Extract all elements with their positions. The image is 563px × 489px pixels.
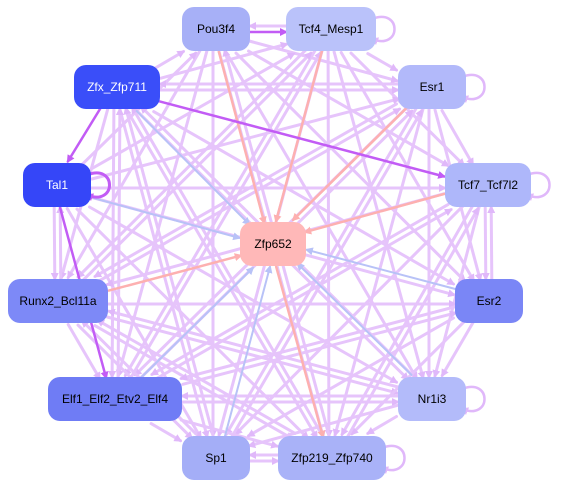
node-label-tcf4: Tcf4_Mesp1 xyxy=(299,22,364,36)
node-box-zfx xyxy=(74,65,160,109)
edge-tal1-to-runx2 xyxy=(50,205,59,281)
node-box-zfp219 xyxy=(278,436,386,480)
node-box-pou3f4 xyxy=(182,7,250,51)
node-box-tcf4 xyxy=(286,7,376,51)
node-label-nr1i3: Nr1i3 xyxy=(418,392,447,406)
node-label-esr2: Esr2 xyxy=(477,294,502,308)
node-label-tal1: Tal1 xyxy=(46,178,68,192)
edge-esr2-to-elf1 xyxy=(179,305,456,381)
node-pou3f4[interactable]: Pou3f4 xyxy=(182,7,250,51)
node-tal1[interactable]: Tal1 xyxy=(23,163,91,207)
edge-nr1i3-to-runx2 xyxy=(106,308,401,389)
edge-zfp652-to-zfp219 xyxy=(274,265,326,439)
node-box-esr1 xyxy=(398,65,466,109)
edge-tcf4-to-nr1i3 xyxy=(332,50,426,380)
self-loop-nr1i3 xyxy=(460,385,486,415)
edge-elf1-to-tcf7 xyxy=(153,208,453,382)
node-box-zfp652 xyxy=(240,222,306,266)
edge-nr1i3-to-sp1 xyxy=(247,403,399,449)
edge-zfx-to-esr2 xyxy=(152,110,456,286)
edge-tcf4-to-runx2 xyxy=(76,47,309,279)
node-nr1i3[interactable]: Nr1i3 xyxy=(398,377,466,421)
node-box-elf1 xyxy=(48,377,182,421)
edge-runx2-to-elf1 xyxy=(66,323,102,381)
edge-tcf7-to-elf1 xyxy=(150,202,450,376)
node-esr1[interactable]: Esr1 xyxy=(398,65,466,109)
edge-runx2-to-nr1i3 xyxy=(105,315,400,396)
self-loop-zfp219 xyxy=(380,444,406,474)
node-label-runx2: Runx2_Bcl11a xyxy=(19,294,96,308)
edge-tal1-to-zfp652 xyxy=(89,196,242,241)
self-loop-tal1 xyxy=(85,171,111,201)
edge-esr2-to-nr1i3 xyxy=(440,320,476,378)
edge-sp1-to-zfx xyxy=(123,106,215,437)
node-label-elf1: Elf1_Elf2_Etv2_Elf4 xyxy=(62,392,168,406)
edge-zfx-to-pou3f4 xyxy=(154,50,186,70)
self-loop-tcf4 xyxy=(370,15,396,45)
edge-zfx-to-zfp652 xyxy=(135,110,251,226)
edge-elf1-to-zfp652 xyxy=(138,266,255,381)
edge-tcf7-to-esr2 xyxy=(481,205,490,281)
node-sp1[interactable]: Sp1 xyxy=(182,436,250,480)
edge-esr1-to-tcf7 xyxy=(440,109,475,167)
edge-tcf4-to-esr1 xyxy=(366,52,399,72)
edge-tal1-to-esr1 xyxy=(90,96,401,181)
edge-sp1-to-zfp652 xyxy=(223,264,273,438)
node-box-sp1 xyxy=(182,436,250,480)
edge-esr2-to-tcf7 xyxy=(487,205,496,281)
node-label-pou3f4: Pou3f4 xyxy=(197,22,235,36)
node-zfp219[interactable]: Zfp219_Zfp740 xyxy=(278,436,386,480)
node-label-zfp219: Zfp219_Zfp740 xyxy=(291,451,373,465)
self-loop-layer xyxy=(85,15,551,474)
edge-tcf4-to-zfp652 xyxy=(273,48,324,224)
node-runx2[interactable]: Runx2_Bcl11a xyxy=(8,279,108,323)
edge-esr1-to-zfp652 xyxy=(291,105,409,222)
node-esr2[interactable]: Esr2 xyxy=(455,279,523,323)
edge-zfp219-to-runx2 xyxy=(96,318,297,435)
edge-zfx-to-tal1 xyxy=(66,106,103,164)
node-label-tcf7: Tcf7_Tcf7l2 xyxy=(458,178,518,192)
node-zfx[interactable]: Zfx_Zfp711 xyxy=(74,65,160,109)
node-box-runx2 xyxy=(8,279,108,323)
edge-tcf7-to-zfp652 xyxy=(303,192,446,235)
node-label-sp1: Sp1 xyxy=(205,451,227,465)
edge-runx2-to-tal1 xyxy=(56,205,65,281)
node-label-esr1: Esr1 xyxy=(420,80,445,94)
edge-esr2-to-sp1 xyxy=(246,316,455,438)
self-loop-esr1 xyxy=(460,73,486,103)
node-box-esr2 xyxy=(455,279,523,323)
self-loop-tcf7 xyxy=(525,171,551,201)
edge-tcf4-to-zfp219 xyxy=(324,49,333,438)
edge-zfx-to-tcf7 xyxy=(157,100,447,179)
edge-zfp219-to-tcf7 xyxy=(345,206,480,439)
edge-nr1i3-to-zfp219 xyxy=(366,415,398,435)
edge-sp1-to-esr1 xyxy=(229,108,424,439)
edge-nr1i3-to-zfp652 xyxy=(296,262,413,376)
edge-zfp219-to-zfx xyxy=(130,105,324,436)
node-label-zfp652: Zfp652 xyxy=(254,237,292,251)
node-elf1[interactable]: Elf1_Elf2_Etv2_Elf4 xyxy=(48,377,182,421)
edge-runx2-to-esr1 xyxy=(96,107,402,284)
node-label-zfx: Zfx_Zfp711 xyxy=(87,80,147,94)
edge-pou3f4-to-zfp652 xyxy=(217,50,267,225)
node-tcf7[interactable]: Tcf7_Tcf7l2 xyxy=(445,163,531,207)
edge-tal1-to-nr1i3 xyxy=(88,205,399,384)
node-box-tal1 xyxy=(23,163,91,207)
node-box-nr1i3 xyxy=(398,377,466,421)
edge-runx2-to-zfp652 xyxy=(107,253,243,292)
edge-zfx-to-tcf4 xyxy=(159,41,289,80)
node-tcf4[interactable]: Tcf4_Mesp1 xyxy=(286,7,376,51)
edge-esr2-to-zfp652 xyxy=(304,247,457,291)
node-zfp652[interactable]: Zfp652 xyxy=(240,222,306,266)
edge-esr1-to-runx2 xyxy=(93,102,398,278)
edge-elf1-to-zfx xyxy=(115,107,124,379)
node-box-tcf7 xyxy=(445,163,531,207)
edge-elf1-to-sp1 xyxy=(149,422,183,443)
